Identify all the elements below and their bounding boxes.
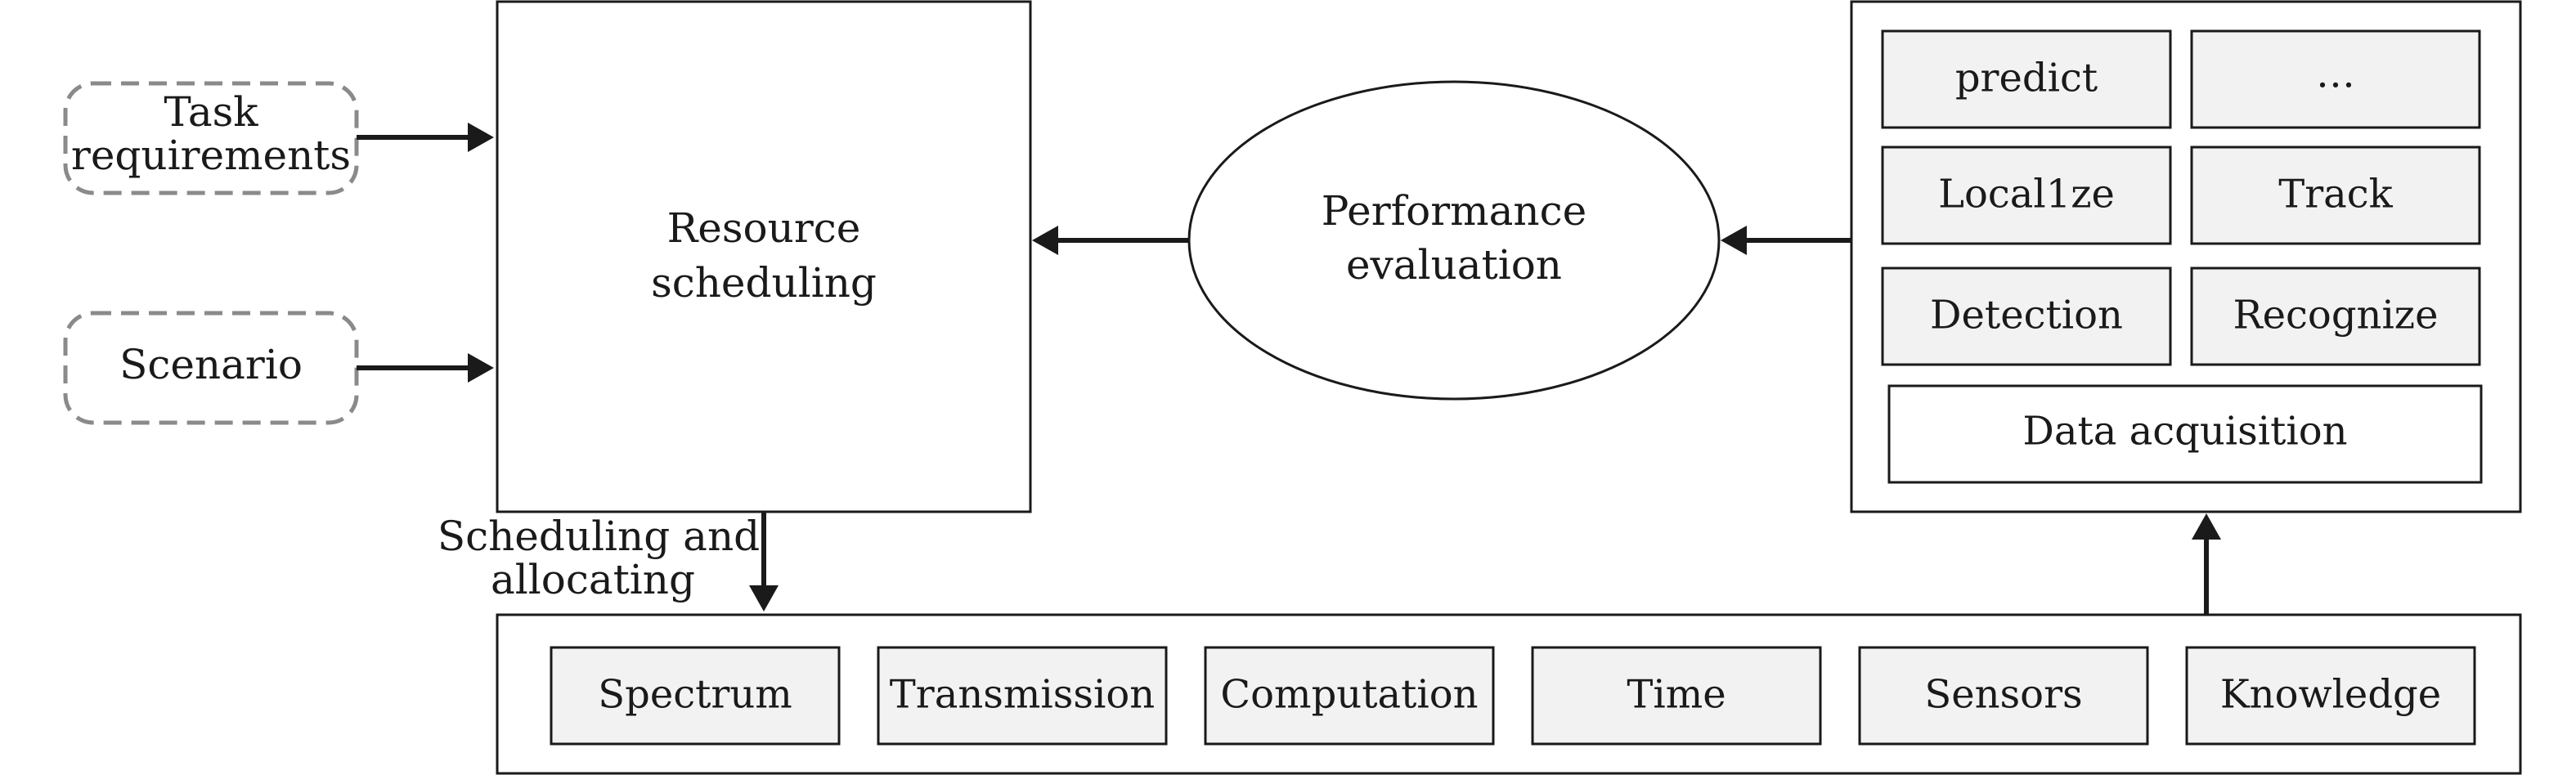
arrow-functions-to-evaluation (1721, 226, 1851, 255)
resource-spectrum: Spectrum (550, 646, 841, 746)
time-label: Time (1627, 672, 1726, 718)
track-label: Track (2278, 172, 2393, 217)
resources-panel: Spectrum Transmission Computation Time S… (496, 613, 2522, 775)
resource-knowledge: Knowledge (2185, 646, 2476, 746)
function-detection: Detection (1881, 267, 2172, 366)
task-label-line1: Task (164, 88, 258, 136)
resource-scheduling-node: Resource scheduling (496, 0, 1032, 513)
task-label-line2: requirements (71, 132, 351, 179)
more-label: … (2316, 52, 2355, 97)
evaluation-label-line2: evaluation (1346, 241, 1562, 289)
function-localize: Local1ze (1881, 146, 2172, 245)
scheduling-allocating-label-line2: allocating (491, 556, 695, 603)
performance-evaluation-node: Performance evaluation (1187, 80, 1721, 401)
predict-label: predict (1955, 56, 2098, 101)
transmission-label: Transmission (890, 672, 1155, 718)
data-acquisition-label: Data acquisition (2022, 409, 2347, 455)
arrow-evaluation-to-scheduling (1032, 226, 1189, 255)
computation-label: Computation (1220, 672, 1478, 718)
task-requirements-node: Task requirements (63, 81, 359, 195)
arrow-scenario-to-scheduling (357, 353, 494, 383)
resource-sensors: Sensors (1858, 646, 2149, 746)
scheduling-label-line2: scheduling (651, 259, 877, 307)
function-more: … (2190, 29, 2481, 129)
arrow-resources-to-functions (2192, 513, 2221, 615)
evaluation-label-line1: Performance (1322, 187, 1586, 235)
resource-computation: Computation (1204, 646, 1495, 746)
scenario-label: Scenario (119, 341, 303, 388)
scenario-node: Scenario (63, 311, 359, 425)
function-predict: predict (1881, 29, 2172, 129)
scheduling-allocating-label-line1: Scheduling and (438, 513, 760, 560)
arrow-task-to-scheduling (357, 123, 494, 152)
localize-label: Local1ze (1938, 172, 2115, 217)
scheduling-label-line1: Resource (667, 204, 861, 252)
function-recognize: Recognize (2190, 267, 2481, 366)
detection-label: Detection (1930, 293, 2123, 338)
resource-transmission: Transmission (877, 646, 1168, 746)
knowledge-label: Knowledge (2220, 672, 2441, 718)
functions-panel: predict … Local1ze Track Detection Recog… (1850, 0, 2522, 513)
recognize-label: Recognize (2233, 293, 2438, 338)
spectrum-label: Spectrum (598, 672, 792, 718)
function-data-acquisition: Data acquisition (1887, 384, 2483, 484)
resource-time: Time (1531, 646, 1822, 746)
function-track: Track (2190, 146, 2481, 245)
sensors-label: Sensors (1924, 672, 2082, 718)
arrow-scheduling-to-resources (749, 512, 779, 611)
